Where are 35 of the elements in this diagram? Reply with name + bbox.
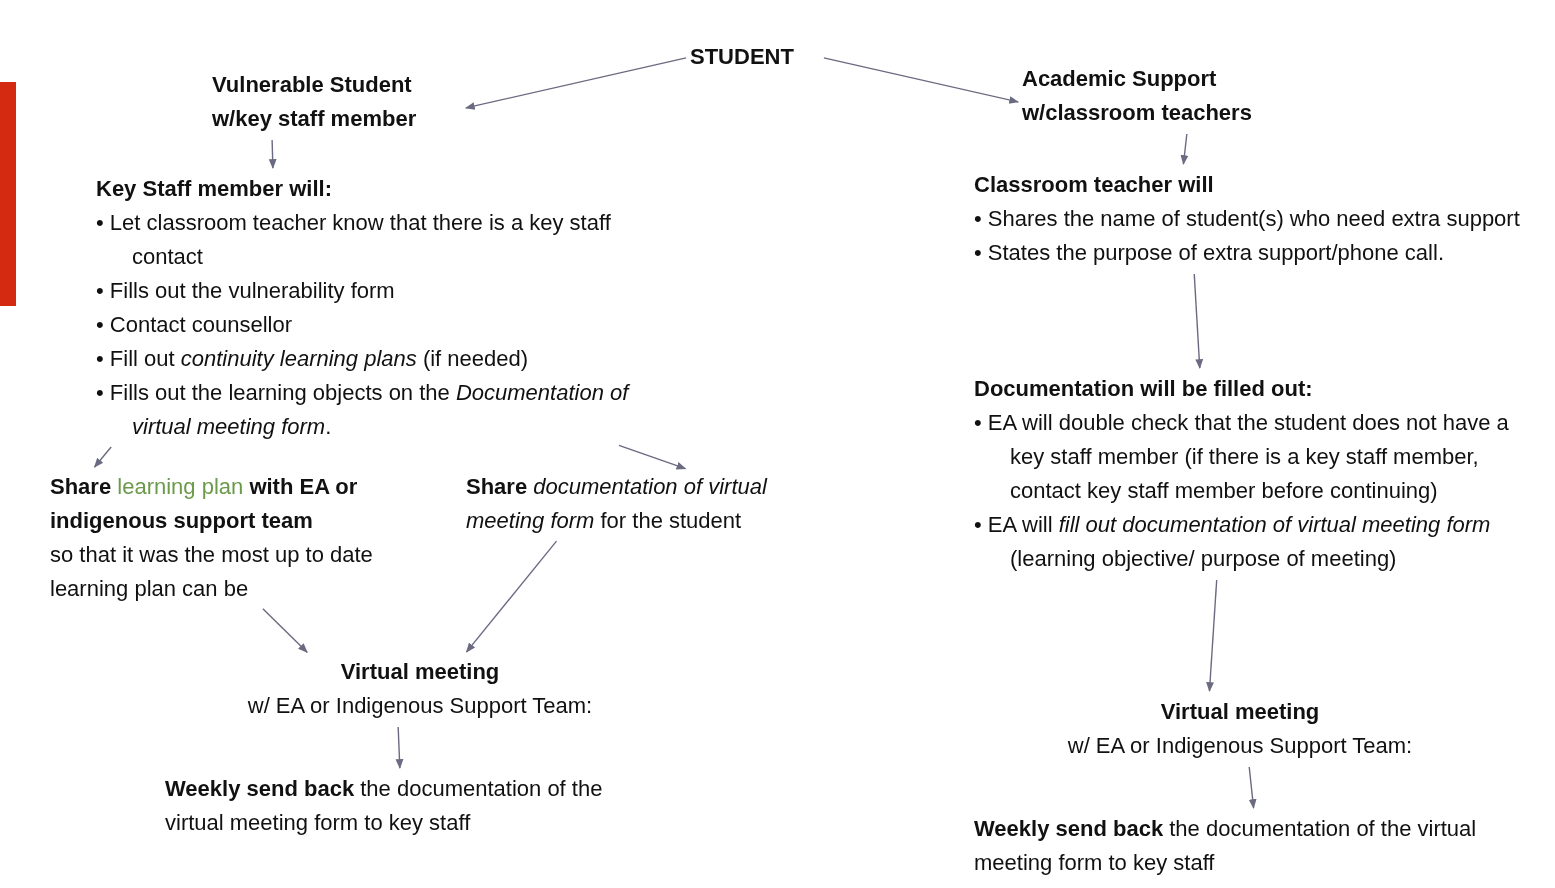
arrow: [823, 57, 1020, 104]
heading-text: Virtual meeting: [1159, 698, 1321, 726]
body-text: so that it was the most up to date learning plan can be: [50, 541, 374, 603]
arrow: [262, 608, 308, 653]
arrow: [1206, 579, 1218, 692]
heading-text: Classroom teacher will: [974, 171, 1215, 199]
bullet-item: • Contact counsellor: [96, 311, 294, 339]
heading-text: STUDENT: [690, 43, 795, 71]
bullet-item: • EA will fill out documentation of virtual meeting form (learning objective/ purpose of meeting): [974, 511, 1492, 573]
bullet-item: • EA will double check that the student does not have a key staff member (if there is a key staff member, contact key staff member before continuing): [974, 409, 1510, 505]
body-text: Weekly send back the documentation of the virtual meeting form to key staff: [165, 775, 604, 837]
bullet-item: • Fills out the learning objects on the Documentation of virtual meeting form.: [96, 379, 631, 441]
bullet-item: • States the purpose of extra support/phone call.: [974, 239, 1445, 267]
body-text: w/ EA or Indigenous Support Team:: [246, 692, 594, 720]
body-text: Weekly send back the documentation of the virtual meeting form to key staff: [974, 815, 1478, 877]
heading-text: Academic Support w/classroom teachers: [1022, 65, 1253, 127]
bullet-item: • Fills out the vulnerability form: [96, 277, 396, 305]
bullet-item: • Fill out continuity learning plans (if needed): [96, 345, 530, 373]
body-text: w/ EA or Indigenous Support Team:: [1066, 732, 1414, 760]
arrow: [1180, 133, 1189, 165]
arrow: [465, 540, 558, 653]
heading-text: Vulnerable Student w/key staff member: [212, 71, 418, 133]
arrow: [1248, 766, 1257, 809]
heading-text: Virtual meeting: [339, 658, 501, 686]
arrow: [268, 139, 277, 169]
arrow: [395, 726, 404, 769]
arrow: [464, 57, 687, 110]
bullet-item: • Shares the name of student(s) who need extra support: [974, 205, 1521, 233]
arrow: [93, 446, 112, 468]
bullet-item: • Let classroom teacher know that there is a key staff contact: [96, 209, 612, 271]
heading-text: Key Staff member will:: [96, 175, 333, 203]
arrow: [1193, 273, 1204, 369]
arrow: [618, 444, 687, 470]
heading-text: Documentation will be filled out:: [974, 375, 1314, 403]
body-text: Share documentation of virtual meeting form for the student: [466, 473, 769, 535]
